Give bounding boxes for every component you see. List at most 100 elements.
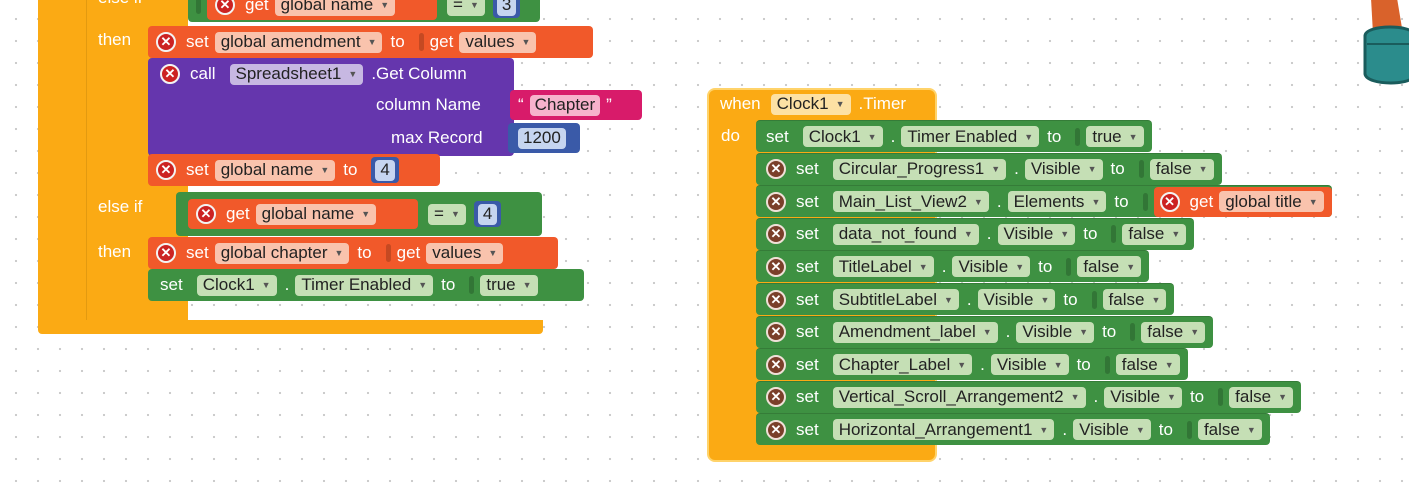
compare-block-top[interactable]: ✕ get global name▼ =▼ 3 bbox=[188, 0, 540, 22]
boolean-dropdown[interactable]: true▼ bbox=[480, 274, 538, 296]
property-dropdown[interactable]: Visible▼ bbox=[1073, 419, 1151, 441]
component-dropdown[interactable]: Spreadsheet1▼ bbox=[229, 63, 364, 85]
variable-dropdown[interactable]: global amendment▼ bbox=[214, 31, 383, 53]
boolean-dropdown[interactable]: false▼ bbox=[1229, 386, 1293, 408]
error-x-icon[interactable]: ✕ bbox=[766, 387, 786, 408]
error-x-icon[interactable]: ✕ bbox=[215, 0, 235, 15]
property-dropdown[interactable]: Visible▼ bbox=[1016, 321, 1095, 343]
error-x-icon[interactable]: ✕ bbox=[1159, 191, 1180, 212]
error-x-icon[interactable]: ✕ bbox=[196, 204, 216, 224]
set-label: set bbox=[796, 256, 819, 276]
text-value[interactable]: Chapter bbox=[529, 94, 601, 116]
component-dropdown[interactable]: data_not_found▼ bbox=[832, 223, 979, 245]
component-dropdown[interactable]: Circular_Progress1▼ bbox=[832, 158, 1007, 180]
component-dropdown[interactable]: Amendment_label▼ bbox=[832, 321, 998, 343]
operator-dropdown[interactable]: =▼ bbox=[428, 203, 466, 225]
dropdown-arrow-icon: ▼ bbox=[1246, 424, 1256, 435]
get-block[interactable]: ✕ get global name▼ bbox=[188, 199, 418, 229]
component-dropdown[interactable]: Vertical_Scroll_Arrangement2▼ bbox=[832, 386, 1086, 408]
component-dropdown[interactable]: Clock1▼ bbox=[770, 93, 851, 115]
operator-dropdown[interactable]: =▼ bbox=[447, 0, 485, 16]
then-label-2: then bbox=[98, 242, 132, 261]
boolean-dropdown[interactable]: false▼ bbox=[1149, 158, 1214, 180]
number-block[interactable]: 4 bbox=[473, 201, 502, 227]
to-label: to bbox=[1189, 387, 1205, 407]
error-x-icon[interactable]: ✕ bbox=[766, 159, 786, 180]
component-dropdown[interactable]: TitleLabel▼ bbox=[832, 256, 934, 278]
set-label: set bbox=[796, 289, 819, 309]
trash-can-icon[interactable] bbox=[1357, 0, 1409, 90]
component-dropdown[interactable]: Clock1▼ bbox=[196, 274, 277, 296]
component-dropdown[interactable]: Clock1▼ bbox=[802, 126, 883, 147]
component-dropdown[interactable]: SubtitleLabel▼ bbox=[832, 289, 959, 310]
to-label: to bbox=[1038, 256, 1053, 276]
component-dropdown[interactable]: Horizontal_Arrangement1▼ bbox=[832, 419, 1055, 441]
column-name-label: column Name bbox=[376, 95, 481, 114]
error-x-icon[interactable]: ✕ bbox=[766, 191, 786, 212]
variable-dropdown[interactable]: values▼ bbox=[459, 31, 537, 53]
variable-dropdown[interactable]: global name▼ bbox=[214, 159, 336, 181]
variable-dropdown[interactable]: global chapter▼ bbox=[214, 242, 350, 264]
error-x-icon[interactable]: ✕ bbox=[160, 64, 180, 84]
boolean-dropdown[interactable]: false▼ bbox=[1102, 289, 1167, 310]
error-x-icon[interactable]: ✕ bbox=[766, 354, 786, 375]
boolean-dropdown[interactable]: false▼ bbox=[1197, 419, 1262, 441]
set-global-chapter[interactable]: ✕ set global chapter▼ to get values▼ bbox=[148, 237, 558, 269]
set-label: set bbox=[796, 224, 819, 244]
boolean-dropdown[interactable]: false▼ bbox=[1077, 256, 1142, 278]
error-x-icon[interactable]: ✕ bbox=[156, 243, 176, 263]
error-x-icon[interactable]: ✕ bbox=[766, 256, 786, 277]
boolean-dropdown[interactable]: false▼ bbox=[1122, 223, 1187, 245]
property-dropdown[interactable]: Visible▼ bbox=[1104, 386, 1182, 408]
dropdown-arrow-icon: ▼ bbox=[1015, 261, 1025, 272]
property-dropdown[interactable]: Visible▼ bbox=[990, 354, 1069, 376]
dot-label: . bbox=[1014, 159, 1019, 179]
elseif-label-top: else if bbox=[98, 0, 142, 8]
error-x-icon[interactable]: ✕ bbox=[156, 160, 176, 180]
variable-dropdown[interactable]: values▼ bbox=[426, 242, 504, 264]
dot-label: . bbox=[980, 354, 985, 374]
text-block[interactable]: “ Chapter ” bbox=[510, 90, 642, 120]
number-block[interactable]: 4 bbox=[371, 157, 399, 183]
error-x-icon[interactable]: ✕ bbox=[766, 322, 786, 343]
set-clock-timer-enabled[interactable]: set Clock1▼ . Timer Enabled▼ to true▼ bbox=[148, 269, 584, 301]
property-dropdown[interactable]: Elements▼ bbox=[1007, 191, 1107, 213]
boolean-dropdown[interactable]: true▼ bbox=[1086, 126, 1144, 147]
dropdown-arrow-icon: ▼ bbox=[1024, 131, 1034, 142]
get-block-top[interactable]: ✕ get global name▼ bbox=[207, 0, 437, 20]
error-x-icon[interactable]: ✕ bbox=[766, 289, 786, 310]
property-dropdown[interactable]: Timer Enabled▼ bbox=[295, 274, 434, 296]
set-global-amendment[interactable]: ✕ set global amendment▼ to get values▼ bbox=[148, 26, 593, 58]
property-dropdown[interactable]: Visible▼ bbox=[1024, 158, 1103, 180]
boolean-dropdown[interactable]: false▼ bbox=[1115, 354, 1180, 376]
number-block[interactable]: 3 bbox=[492, 0, 521, 18]
variable-dropdown[interactable]: global title▼ bbox=[1219, 191, 1324, 213]
number-block[interactable]: 1200 bbox=[508, 123, 580, 153]
error-x-icon[interactable]: ✕ bbox=[766, 224, 786, 245]
set-label: set bbox=[796, 354, 819, 374]
variable-dropdown[interactable]: global name▼ bbox=[274, 0, 396, 16]
boolean-dropdown[interactable]: false▼ bbox=[1141, 321, 1206, 343]
component-dropdown[interactable]: Main_List_View2▼ bbox=[832, 191, 989, 213]
property-dropdown[interactable]: Timer Enabled▼ bbox=[901, 126, 1040, 147]
error-x-icon[interactable]: ✕ bbox=[156, 32, 176, 52]
component-dropdown[interactable]: Chapter_Label▼ bbox=[832, 354, 973, 376]
compare-block[interactable]: ✕ get global name▼ =▼ 4 bbox=[176, 192, 542, 236]
set-global-name[interactable]: ✕ set global name▼ to 4 bbox=[148, 154, 440, 186]
error-x-icon[interactable]: ✕ bbox=[766, 419, 786, 440]
property-dropdown[interactable]: Visible▼ bbox=[952, 256, 1031, 278]
variable-dropdown[interactable]: global name▼ bbox=[255, 203, 377, 225]
property-dropdown[interactable]: Visible▼ bbox=[977, 289, 1056, 310]
property-dropdown[interactable]: Visible▼ bbox=[997, 223, 1076, 245]
